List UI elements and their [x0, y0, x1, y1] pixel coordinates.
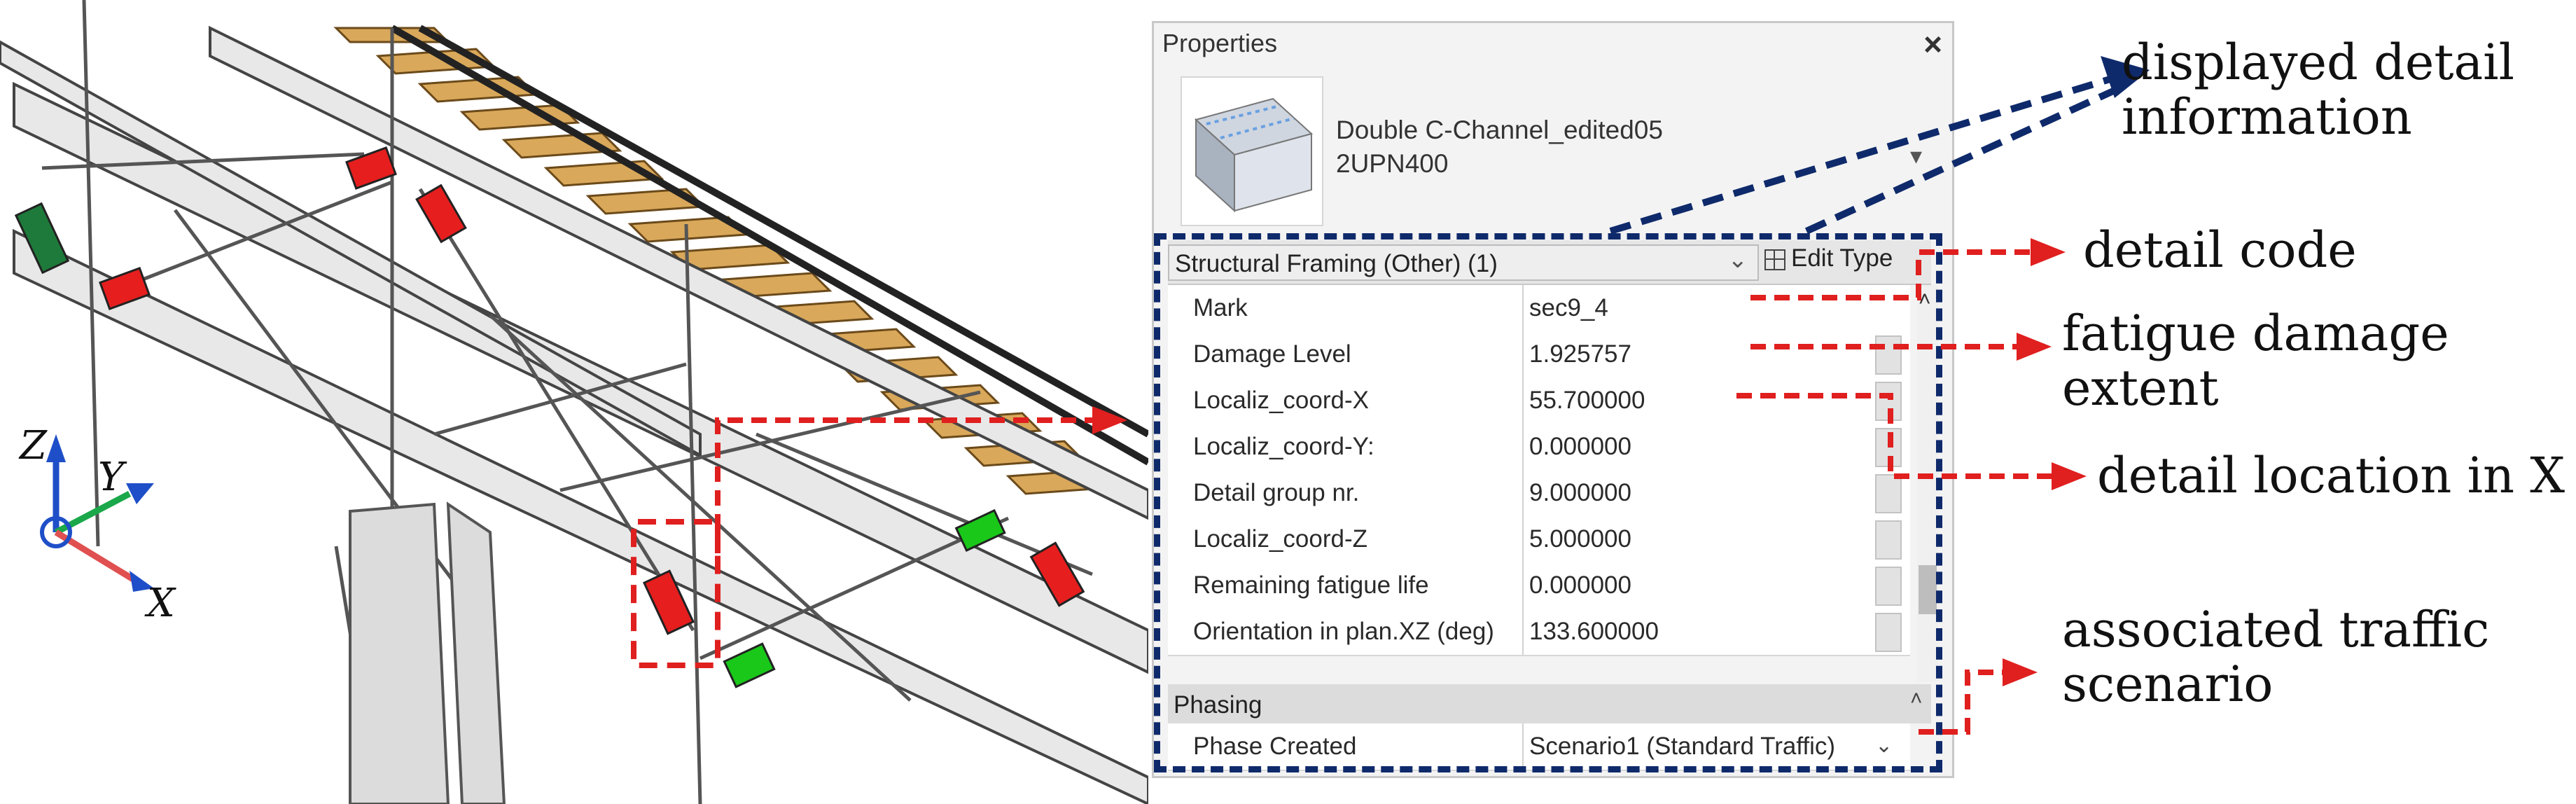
y-axis-arrow-icon — [126, 483, 154, 504]
property-value[interactable]: sec9_4 — [1529, 294, 1608, 321]
property-value[interactable]: 9.000000 — [1529, 479, 1631, 506]
properties-panel: Properties × Double C-Channel_edited05 2… — [1152, 21, 1954, 778]
type-thumbnail — [1181, 76, 1323, 226]
type-subname: 2UPN400 — [1336, 149, 1449, 178]
support-columns — [349, 501, 506, 804]
property-name: Detail group nr. — [1193, 479, 1360, 506]
property-row-phase-created[interactable]: Phase Created Scenario1 (Standard Traffi… — [1168, 723, 1910, 771]
arrow-detail-code-icon — [2031, 238, 2066, 266]
annotation-fatigue-damage: fatigue damage — [2062, 305, 2449, 362]
associate-parameter-button[interactable] — [1875, 335, 1902, 375]
associate-parameter-button[interactable] — [1875, 613, 1902, 652]
category-bar: Structural Framing (Other) (1) ⌄ Edit Ty… — [1168, 240, 1931, 285]
property-name: Remaining fatigue life — [1193, 571, 1429, 599]
associate-parameter-button[interactable] — [1875, 567, 1902, 606]
truss-diagonals — [41, 0, 1093, 804]
axis-triad: Z Y X — [18, 423, 176, 626]
type-name: Double C-Channel_edited05 — [1336, 116, 1663, 144]
property-row-orientation[interactable]: Orientation in plan.XZ (deg) 133.600000 — [1168, 609, 1910, 656]
column-divider — [1522, 377, 1524, 424]
selected-detail-box — [631, 519, 720, 668]
phasing-label: Phasing — [1174, 691, 1262, 719]
parameter-highlight-box — [1154, 233, 1942, 772]
column-divider — [1522, 516, 1524, 562]
chevron-down-icon: ⌄ — [1727, 247, 1748, 273]
annotation-location-x: detail location in X — [2097, 447, 2565, 504]
property-value[interactable]: 0.000000 — [1529, 571, 1631, 599]
property-name: Orientation in plan.XZ (deg) — [1193, 618, 1494, 645]
panel-title: Properties — [1162, 29, 1278, 57]
scrollbar-thumb[interactable] — [1919, 565, 1937, 614]
property-name: Localiz_coord-Z — [1193, 525, 1367, 553]
annotation-detail-code: detail code — [2083, 221, 2357, 279]
type-selector-dropdown-icon[interactable]: ▾ — [1910, 143, 1923, 169]
property-value[interactable]: 0.000000 — [1529, 433, 1631, 460]
z-axis-arrow-icon — [46, 434, 66, 462]
property-value[interactable]: 55.700000 — [1529, 387, 1645, 414]
property-value[interactable]: 5.000000 — [1529, 525, 1631, 553]
arrow-fatigue-icon — [2017, 333, 2052, 361]
arrow-location-icon — [2052, 462, 2087, 490]
c-channel-icon — [1194, 97, 1314, 213]
property-name: Localiz_coord-X — [1193, 387, 1369, 414]
column-divider — [1522, 285, 1524, 331]
column-divider — [1522, 424, 1524, 470]
column-divider — [1522, 331, 1524, 377]
bridge-3d-view: Z Y X — [0, 0, 1148, 804]
column-divider — [1522, 723, 1524, 770]
associate-parameter-button[interactable] — [1875, 520, 1902, 560]
category-filter-dropdown[interactable]: Structural Framing (Other) (1) ⌄ — [1168, 244, 1759, 281]
x-axis-label: X — [144, 581, 176, 626]
x-axis-arrow-icon — [130, 571, 154, 592]
phasing-group-header[interactable]: Phasing ˄ — [1168, 684, 1931, 723]
property-row-remaining-life[interactable]: Remaining fatigue life 0.000000 — [1168, 562, 1910, 610]
property-value[interactable]: Scenario1 (Standard Traffic) — [1529, 733, 1836, 760]
column-divider — [1522, 470, 1524, 516]
property-name: Mark — [1193, 294, 1248, 321]
property-value[interactable]: 133.600000 — [1529, 618, 1659, 645]
property-row-damage-level[interactable]: Damage Level 1.925757 — [1168, 331, 1910, 379]
property-name: Damage Level — [1193, 340, 1351, 368]
axis-origin — [40, 516, 72, 548]
annotation-extent: extent — [2062, 359, 2219, 417]
annotation-scenario: scenario — [2062, 656, 2274, 713]
column-divider — [1522, 562, 1524, 609]
annotation-displayed-detail: displayed detail — [2122, 34, 2514, 91]
column-divider — [1522, 609, 1524, 655]
arrow-traffic-icon — [2003, 658, 2038, 686]
annotation-information: information — [2122, 88, 2412, 146]
property-name: Localiz_coord-Y: — [1193, 433, 1374, 460]
annotation-associated-traffic: associated traffic — [2062, 601, 2490, 658]
property-name: Phase Created — [1193, 733, 1357, 760]
chevron-down-icon[interactable]: ⌄ — [1875, 734, 1893, 757]
associate-parameter-button[interactable] — [1875, 474, 1902, 513]
rails — [390, 25, 1148, 466]
category-label: Structural Framing (Other) (1) — [1175, 250, 1498, 277]
z-axis-label: Z — [18, 423, 48, 469]
y-axis-label: Y — [98, 455, 127, 500]
property-value[interactable]: 1.925757 — [1529, 340, 1631, 368]
close-icon[interactable]: × — [1923, 26, 1942, 62]
